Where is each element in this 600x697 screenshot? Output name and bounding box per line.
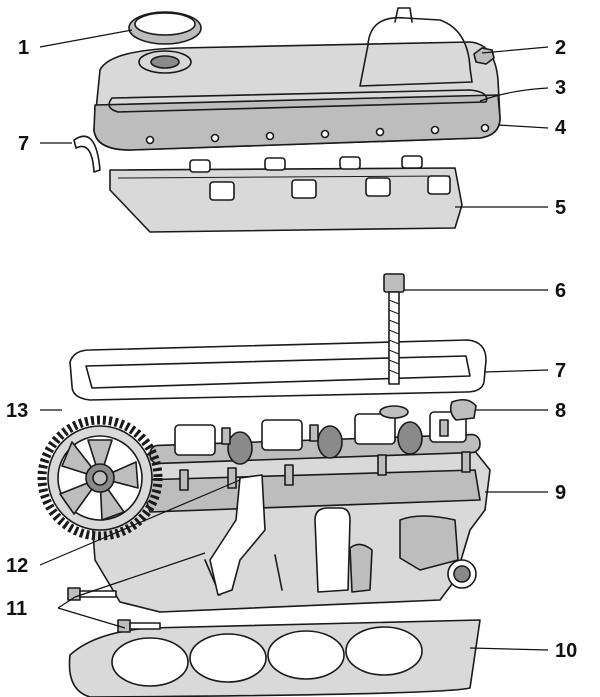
head-gasket (68, 619, 481, 697)
cover-cap (449, 398, 477, 421)
callout-1: 1 (18, 37, 29, 59)
oil-filler-cap (128, 11, 202, 74)
callout-9: 9 (555, 482, 566, 504)
cylinder-head-cover-gasket (69, 339, 487, 401)
callout-4: 4 (555, 117, 567, 139)
callout-labels: 1 2 3 4 7 5 6 7 13 8 9 12 11 10 (6, 37, 577, 662)
callout-3: 3 (555, 77, 566, 99)
small-bolts (67, 587, 161, 633)
head-bolt (379, 273, 409, 419)
callout-13: 13 (6, 400, 28, 422)
callout-10: 10 (555, 640, 577, 662)
baffle-plate (109, 155, 463, 233)
callout-7-upper: 7 (18, 133, 29, 155)
cylinder-head (91, 444, 491, 613)
camshaft (149, 411, 481, 491)
half-moon-seal (73, 135, 101, 173)
cover-gasket (108, 89, 488, 113)
camshaft-sprocket (37, 415, 163, 541)
callout-7-lower: 7 (555, 360, 566, 382)
callout-8: 8 (555, 400, 566, 422)
callout-11: 11 (6, 598, 27, 620)
callout-2: 2 (555, 37, 566, 59)
valve-cover (93, 7, 501, 151)
callout-6: 6 (555, 280, 566, 302)
callout-5: 5 (555, 197, 566, 219)
leader-lines (39, 29, 549, 651)
callout-12: 12 (6, 555, 28, 577)
